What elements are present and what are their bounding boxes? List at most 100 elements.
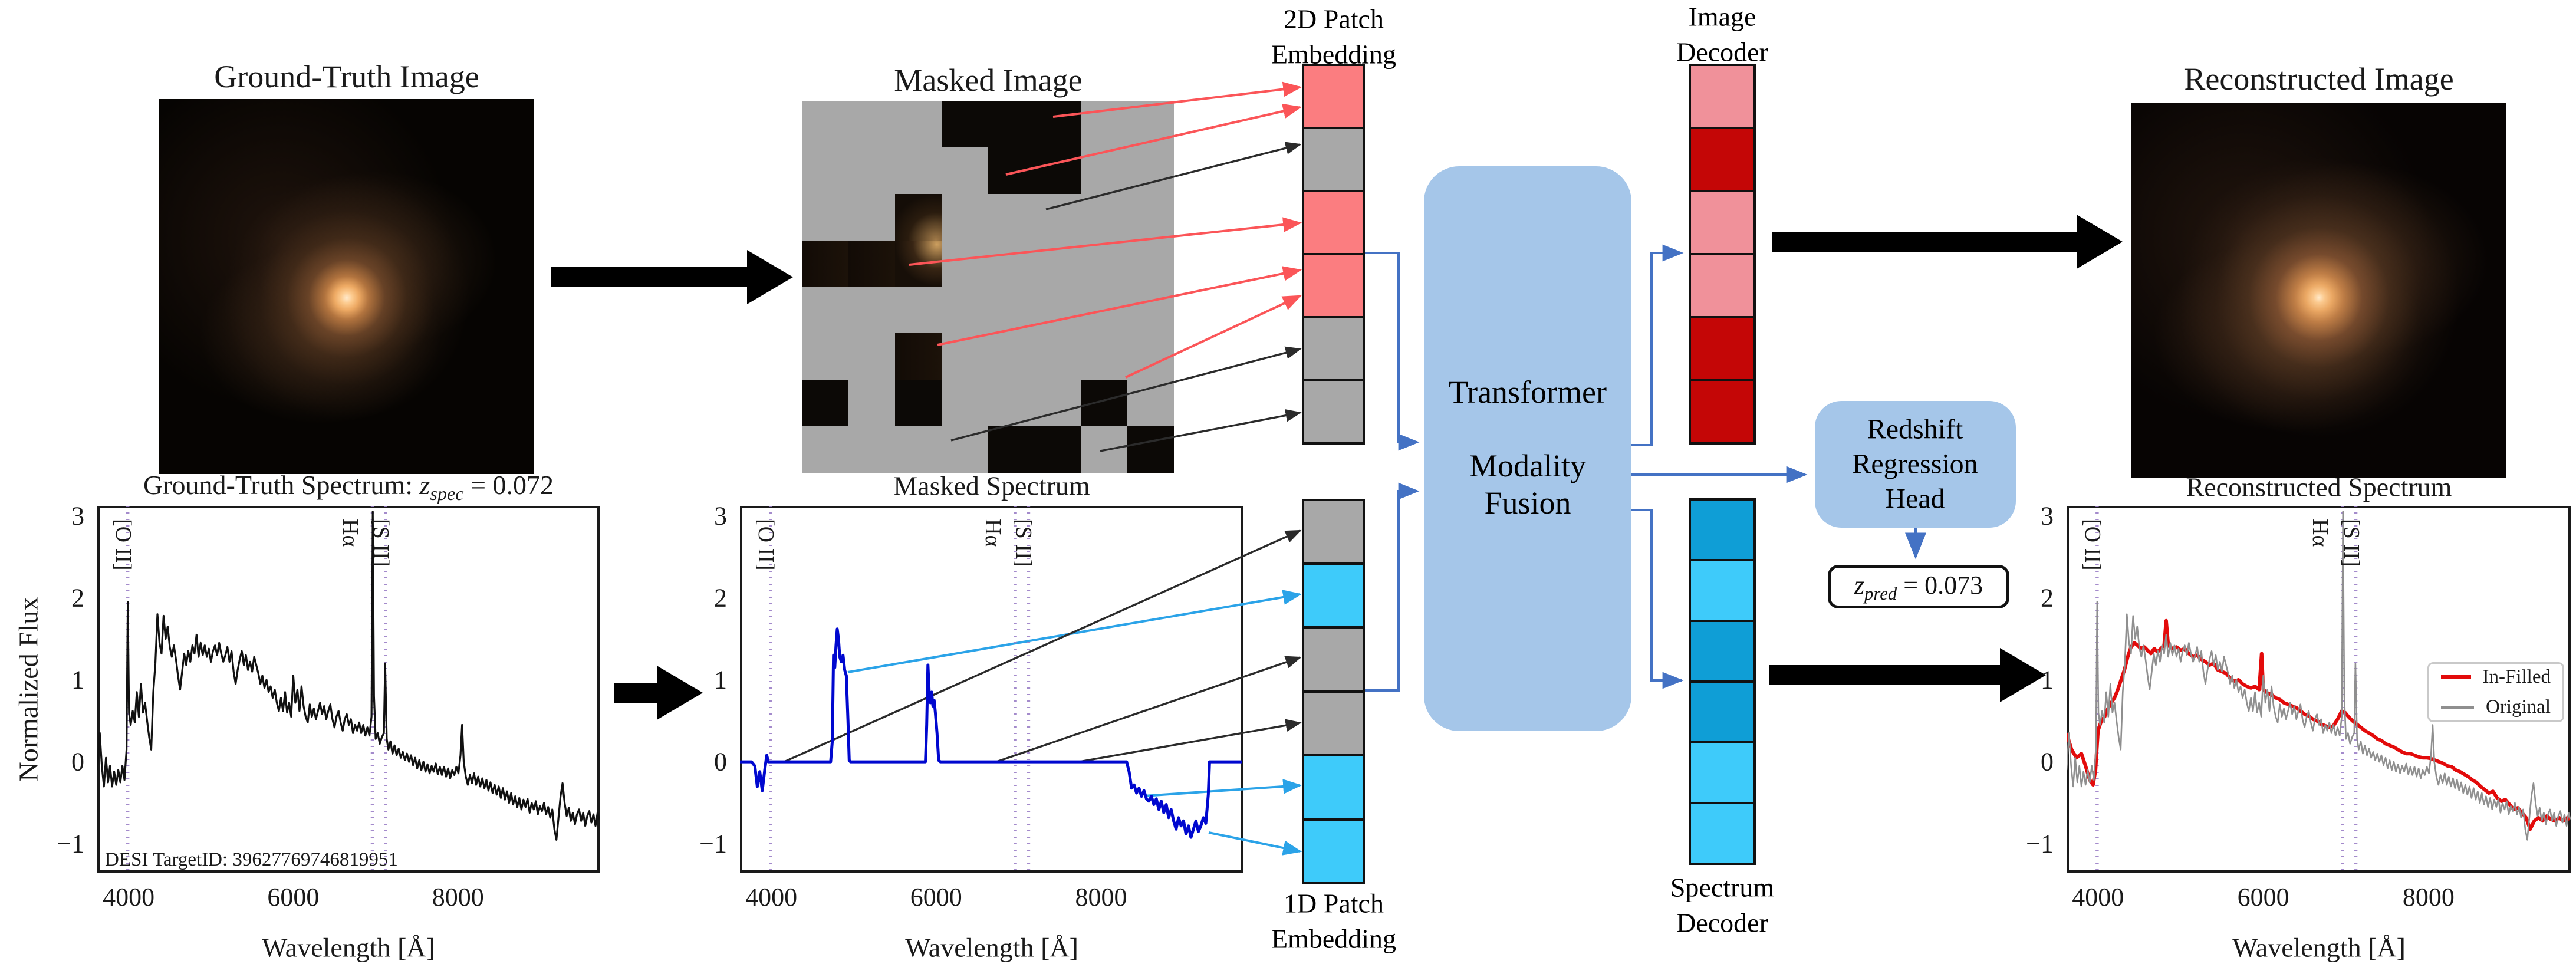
gt-spectrum-xtick: 4000 [103, 883, 155, 912]
recon-spectrum-ytick: 0 [2041, 747, 2054, 777]
transformer-fusion-box [1424, 166, 1631, 731]
recon-spectrum-title: Reconstructed Spectrum [2186, 472, 2452, 502]
original-legend-label: Original [2486, 696, 2551, 718]
masked-image-patch [1081, 380, 1127, 426]
fusion-connector-2 [1365, 482, 1420, 692]
modality-label: Modality [1469, 448, 1586, 483]
image-decoder-title-line1: Image [1688, 1, 1756, 32]
embedding1d-title-line2: Embedding [1271, 923, 1397, 954]
image-decoder-title-line2: Decoder [1676, 37, 1768, 67]
recon-spectrum-series-original [2067, 511, 2571, 841]
image-decoder-cell-5 [1689, 316, 1756, 381]
embedding2d-cell-4 [1302, 253, 1365, 318]
masked-xlabel: Wavelength [Å] [905, 932, 1078, 963]
masked-image-patch [848, 241, 895, 287]
gt-spectrum-title: Ground-Truth Spectrum: zspec = 0.072 [143, 469, 554, 505]
recon-spectrum-xtick: 4000 [2072, 883, 2124, 912]
emission-line-label: [S II] [1011, 519, 1037, 567]
masked-spectrum-ytick: 2 [714, 583, 727, 613]
embedding2d-cell-1 [1302, 64, 1365, 129]
z-pred-value: zpred = 0.073 [1854, 571, 1983, 604]
embedding2d-title-line1: 2D Patch [1284, 4, 1384, 34]
embedding2d-cell-3 [1302, 190, 1365, 255]
recon-spectrum-canvas [2067, 506, 2571, 873]
original-line-swatch [2441, 706, 2475, 709]
masked-image-patch [895, 194, 942, 241]
fusion-connector-1 [1365, 252, 1420, 451]
recon-spectrum-ytick: 3 [2041, 501, 2054, 531]
image-decoder-cell-1 [1689, 64, 1756, 129]
spectrum-decoder-cell-5 [1689, 741, 1756, 804]
spectrum-decoder-cell-6 [1689, 802, 1756, 865]
gt-spectrum-ytick: 3 [71, 501, 84, 531]
image-decoder-cell-6 [1689, 379, 1756, 445]
masked-spectrum-xtick: 6000 [910, 883, 962, 912]
gt-spectrum-ytick: −1 [57, 829, 84, 858]
flow-arrow [1769, 648, 2046, 702]
masked-image-patch [988, 426, 1035, 473]
masked-image-patch [802, 241, 848, 287]
masked-image-patch [1127, 426, 1174, 473]
emission-line-label: [S II] [368, 519, 393, 567]
embedding1d-cell-4 [1302, 690, 1365, 756]
gt-spectrum-xtick: 8000 [432, 883, 484, 912]
masked-image-patch [895, 241, 942, 287]
recon-spectrum-legend: In-Filled Original [2427, 662, 2564, 722]
embedding2d-cell-2 [1302, 127, 1365, 192]
gt-spectrum-series-spectrum [97, 511, 600, 841]
embedding1d-title-line1: 1D Patch [1284, 888, 1384, 919]
ground-truth-galaxy-image [159, 99, 534, 474]
emission-line-label: Hα [2308, 519, 2333, 547]
masked-spectrum-xtick: 8000 [1075, 883, 1127, 912]
spectrum-decoder-title-line2: Decoder [1676, 907, 1768, 938]
emission-line-label: Hα [981, 519, 1006, 547]
regression-label: Regression [1852, 448, 1978, 480]
fusion-connector-3 [1631, 244, 1684, 446]
image-decoder-cell-3 [1689, 190, 1756, 255]
embedding1d-cell-3 [1302, 627, 1365, 693]
masked-image-patch [988, 101, 1035, 147]
masked-image-patch [942, 101, 988, 147]
emission-line-label: [O II] [2080, 519, 2105, 571]
legend-entry-original: Original [2441, 696, 2551, 718]
gt-xlabel: Wavelength [Å] [262, 932, 435, 963]
masked-spectrum-canvas [740, 506, 1242, 873]
recon-spectrum-xtick: 6000 [2237, 883, 2289, 912]
masked-spectrum-ytick: −1 [699, 829, 727, 858]
gt-spectrum-ytick: 1 [71, 665, 84, 695]
flow-arrow [1772, 215, 2123, 269]
recon-xlabel: Wavelength [Å] [2232, 932, 2406, 963]
masked-spectrum-ytick: 3 [714, 501, 727, 531]
spectrum-decoder-cell-1 [1689, 498, 1756, 561]
masked-spectrum-ytick: 1 [714, 665, 727, 695]
embedding1d-cell-5 [1302, 754, 1365, 820]
gt-spectrum-ytick: 0 [71, 747, 84, 777]
z-pred-value-box [1828, 565, 2009, 608]
masked-image-patch [1034, 426, 1081, 473]
spectrum-decoder-cell-4 [1689, 680, 1756, 743]
recon-spectrum-xtick: 8000 [2402, 883, 2455, 912]
reconstructed-galaxy-image [2131, 103, 2506, 478]
masked-image-patch [988, 147, 1035, 194]
gt-spectrum-canvas [97, 506, 600, 873]
legend-entry-infilled: In-Filled [2441, 666, 2551, 688]
masked-image-title: Masked Image [894, 62, 1083, 98]
masked-spectrum-xtick: 4000 [745, 883, 798, 912]
spectrum-decoder-title-line1: Spectrum [1670, 872, 1775, 903]
gt-spectrum-xtick: 6000 [267, 883, 320, 912]
embedding1d-cell-2 [1302, 562, 1365, 629]
redshift-label: Redshift [1867, 413, 1963, 445]
spectrum-decoder-cell-2 [1689, 559, 1756, 622]
emission-line-label: [O II] [753, 519, 778, 571]
embedding1d-cell-1 [1302, 499, 1365, 565]
head-label: Head [1885, 483, 1945, 515]
masked-image-patch [802, 380, 848, 426]
infilled-line-swatch [2441, 675, 2471, 679]
masked-spectrum-ytick: 0 [714, 747, 727, 777]
redshift-regression-head-box [1815, 401, 2016, 528]
masked-spectrum-title: Masked Spectrum [893, 471, 1090, 501]
flow-arrow [614, 666, 703, 720]
emission-line-label: [O II] [110, 519, 136, 571]
embedding2d-cell-5 [1302, 316, 1365, 381]
